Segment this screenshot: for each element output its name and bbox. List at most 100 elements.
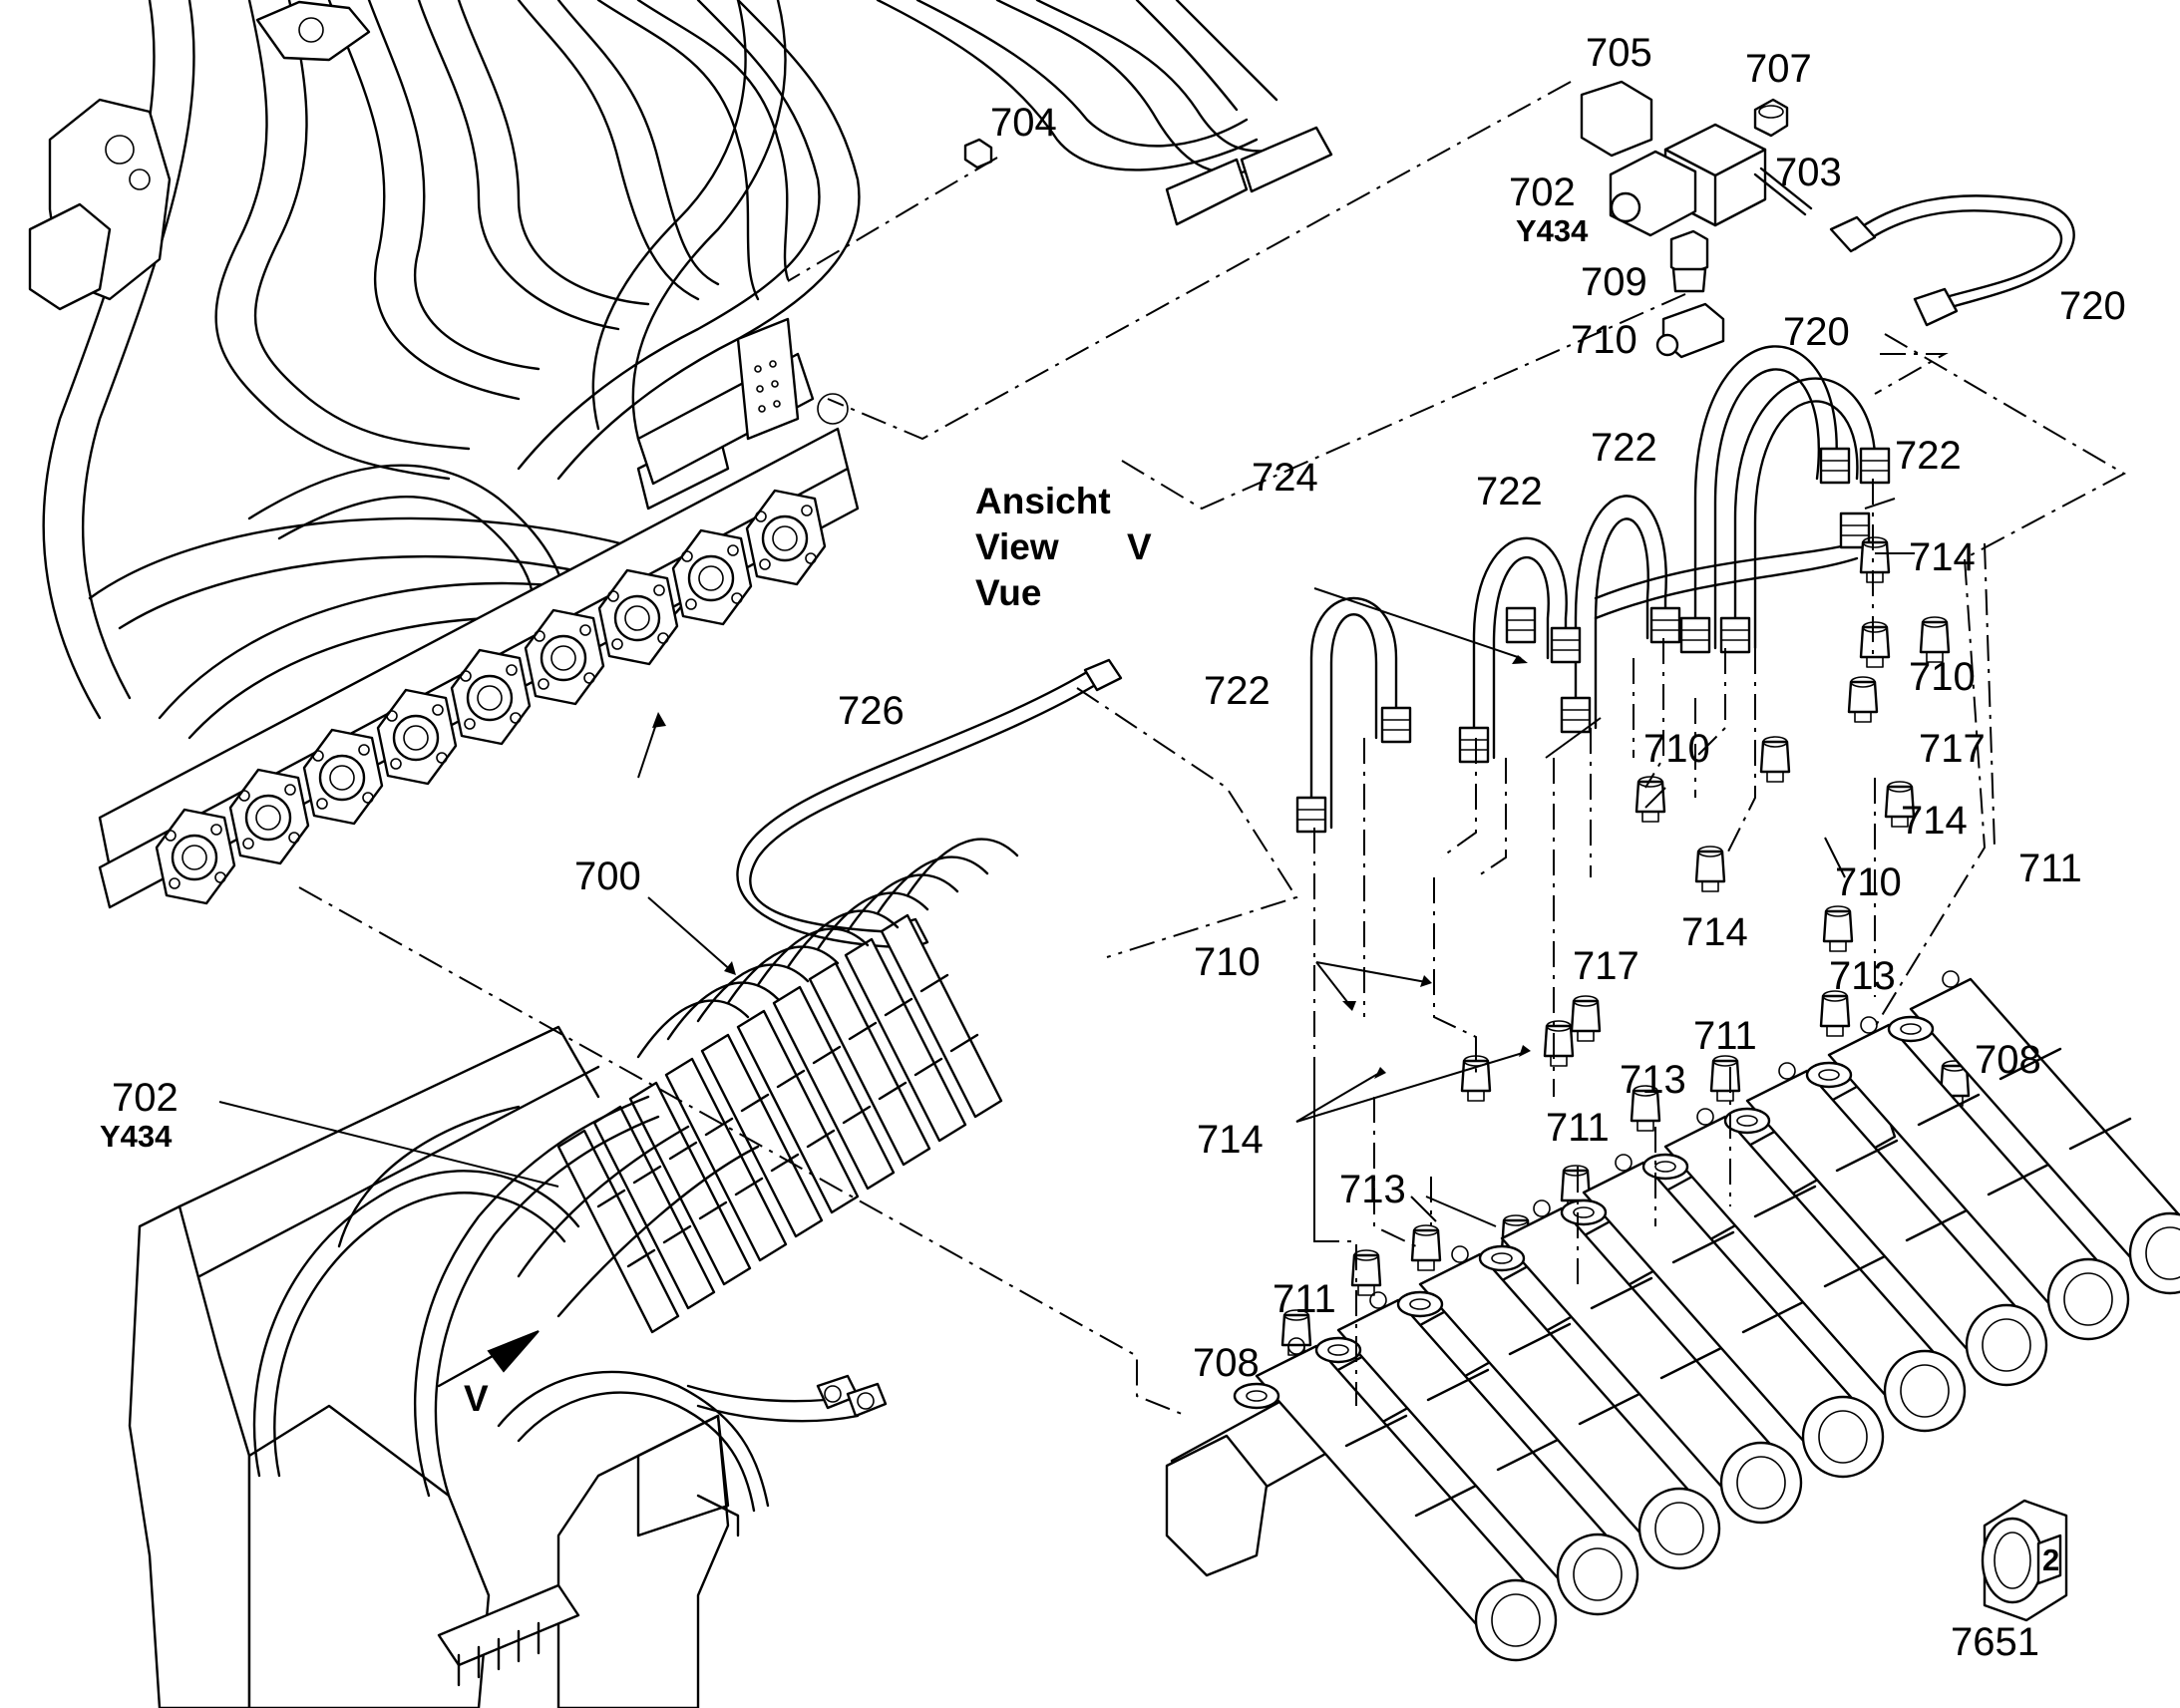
callout-711-d: 711 xyxy=(1272,1277,1336,1321)
flange xyxy=(524,608,605,706)
flange xyxy=(228,768,310,865)
callout-714-d: 714 xyxy=(1197,1118,1264,1162)
injector-cylinder xyxy=(1314,1291,1639,1616)
injector-cylinder xyxy=(1478,1199,1803,1525)
callout-708-b: 708 xyxy=(1193,1341,1260,1385)
callout-704: 704 xyxy=(990,101,1057,145)
callout-707: 707 xyxy=(1745,47,1812,91)
fitting xyxy=(1822,905,1854,952)
engine-injector xyxy=(844,937,967,1143)
engine-injector xyxy=(736,1009,860,1214)
hose-end xyxy=(1505,606,1537,644)
fitting xyxy=(1635,776,1666,823)
flange xyxy=(597,568,679,666)
leader-lines xyxy=(218,498,1915,1227)
solenoid-valve-group xyxy=(736,80,2075,1356)
engine-injector xyxy=(772,985,896,1191)
injector-cylinder xyxy=(1641,1108,1967,1433)
callout-labels: 705 707 704 703 702 Y434 709 710 720 720… xyxy=(100,31,2126,1664)
fitting xyxy=(1410,1224,1442,1271)
callout-722-d: 722 xyxy=(1204,669,1271,713)
callout-717-b: 717 xyxy=(1573,944,1639,988)
view-arrow-label: V xyxy=(464,1378,489,1419)
flange xyxy=(302,728,384,826)
callout-702: 702 xyxy=(1509,171,1576,214)
view-label-english: View xyxy=(975,526,1059,567)
callout-708-a: 708 xyxy=(1975,1038,2041,1082)
fitting xyxy=(1859,621,1891,668)
fitting xyxy=(1280,1309,1312,1356)
hose-end xyxy=(1550,626,1582,664)
callout-717-a: 717 xyxy=(1919,727,1986,771)
dash-dot-guides xyxy=(298,81,2127,1417)
callout-724: 724 xyxy=(1252,456,1318,500)
hose-end xyxy=(1679,616,1711,654)
callout-713-a: 713 xyxy=(1829,954,1896,998)
callout-710-b: 710 xyxy=(1643,727,1710,771)
flange xyxy=(671,528,753,626)
flange xyxy=(155,808,236,905)
view-label-letter: V xyxy=(1127,526,1152,567)
flange-row xyxy=(155,489,827,905)
callout-714-c: 714 xyxy=(1681,910,1748,954)
engine-injector xyxy=(700,1033,824,1238)
engine-injector-row xyxy=(556,838,1019,1334)
callout-722-c: 722 xyxy=(1895,434,1962,478)
injector-cylinder xyxy=(1396,1245,1721,1570)
hose-end xyxy=(1380,706,1412,744)
nut-7651: 2 xyxy=(1981,1499,2068,1622)
callout-702-b: 702 xyxy=(112,1076,179,1120)
small-fittings xyxy=(1280,536,1971,1356)
callout-714-a: 714 xyxy=(1909,535,1976,579)
callout-705: 705 xyxy=(1586,31,1652,75)
callout-720-b: 720 xyxy=(1783,310,1850,354)
engine-injector xyxy=(664,1057,788,1262)
injector-bank xyxy=(1165,970,2180,1662)
callout-722-b: 722 xyxy=(1591,426,1657,470)
callout-710-top: 710 xyxy=(1571,318,1637,362)
view-label: Ansicht View V Vue xyxy=(975,481,1152,613)
fitting xyxy=(1884,781,1916,828)
fitting xyxy=(1570,995,1602,1042)
engine-injector xyxy=(556,1129,680,1334)
hose-end xyxy=(1458,726,1490,764)
callout-713-b: 713 xyxy=(1620,1058,1686,1102)
engine-assembly: V xyxy=(128,838,1019,1708)
callout-711-b: 711 xyxy=(1693,1014,1757,1058)
injector-cylinder xyxy=(1723,1062,2048,1387)
hose-end xyxy=(1859,447,1891,485)
fitting xyxy=(1350,1249,1382,1296)
fitting xyxy=(1709,1055,1741,1102)
callout-7651: 7651 xyxy=(1951,1620,2039,1664)
hose-end xyxy=(1819,447,1851,485)
callout-702-b-sublabel: Y434 xyxy=(100,1119,173,1154)
hose-end xyxy=(1295,796,1327,834)
hose-end xyxy=(1649,606,1681,644)
fitting xyxy=(1859,536,1891,583)
view-label-french: Vue xyxy=(975,572,1041,613)
callout-713-c: 713 xyxy=(1339,1168,1406,1211)
injector-cylinder xyxy=(1560,1154,1885,1479)
engine-injector xyxy=(808,961,931,1167)
callout-720-a: 720 xyxy=(2059,284,2126,328)
hose-end-fittings xyxy=(1295,447,1891,834)
callout-726: 726 xyxy=(838,689,905,733)
fitting xyxy=(1919,616,1951,663)
engine-injector xyxy=(628,1081,752,1286)
callout-710-a: 710 xyxy=(1909,655,1976,699)
flange xyxy=(450,648,532,746)
fitting xyxy=(1759,736,1791,783)
nut-marking: 2 xyxy=(2042,1542,2059,1577)
flange xyxy=(745,489,827,586)
fitting xyxy=(1543,1020,1575,1067)
fitting xyxy=(1847,676,1879,723)
hose-end xyxy=(1719,616,1751,654)
hose-end xyxy=(1560,696,1592,734)
callout-702-sublabel: Y434 xyxy=(1516,213,1589,248)
callout-711-a: 711 xyxy=(2018,847,2082,890)
cylinder-row xyxy=(1233,970,2180,1662)
view-label-german: Ansicht xyxy=(975,481,1111,521)
fitting xyxy=(1630,1085,1661,1132)
pipe-manifold-assembly xyxy=(28,0,1333,909)
